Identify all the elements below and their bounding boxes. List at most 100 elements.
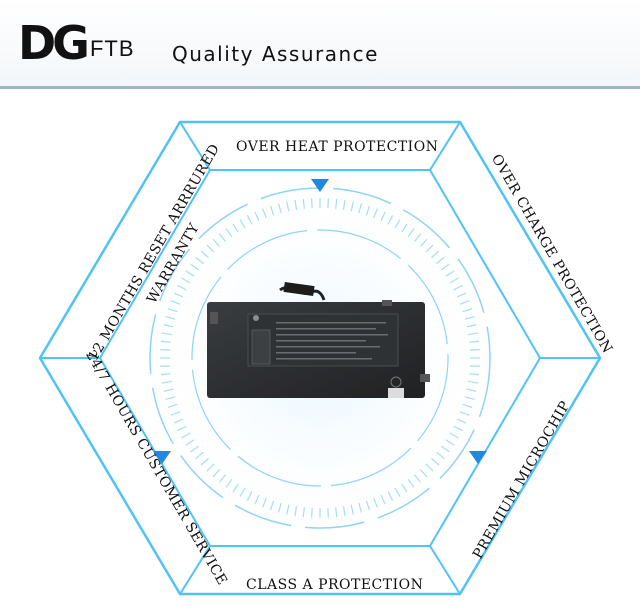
dashed-ring [149, 187, 491, 529]
tick-mark [269, 500, 275, 511]
tick-mark [459, 300, 470, 305]
tick-mark [278, 203, 282, 214]
tick-mark [165, 396, 176, 400]
tick-mark [302, 507, 305, 518]
tick-mark [160, 340, 171, 343]
tick-mark [401, 223, 408, 233]
tick-mark [431, 457, 440, 466]
tick-mark [342, 506, 346, 517]
tick-mark [167, 307, 178, 313]
tick-mark [246, 491, 253, 501]
tick-mark [173, 418, 184, 424]
tick-mark [394, 487, 401, 497]
tick-mark [365, 205, 371, 216]
tick-mark [161, 380, 172, 384]
tick-mark [413, 474, 422, 483]
tick-mark [190, 263, 200, 271]
brand-logo: DG FTB [18, 18, 135, 66]
tick-mark [177, 284, 187, 291]
tick-mark [160, 365, 171, 367]
marker-right-icon [469, 451, 487, 464]
tick-mark [436, 451, 445, 460]
tick-mark [262, 497, 267, 508]
tick-mark [269, 205, 275, 216]
marker-top-icon [311, 179, 329, 192]
tick-mark [456, 292, 467, 298]
tick-mark [185, 270, 195, 277]
tick-mark [254, 211, 260, 222]
tick-mark [449, 432, 459, 439]
marker-left-icon [153, 451, 171, 464]
brand-mark: DG [18, 16, 90, 70]
tick-mark [163, 324, 174, 328]
tick-mark [401, 483, 408, 493]
tick-mark [218, 474, 227, 483]
tick-mark [431, 250, 440, 259]
tick-mark [464, 316, 475, 320]
header-banner: DG FTB Quality Assurance [0, 0, 640, 89]
tick-mark [373, 497, 378, 508]
tick-mark [350, 201, 354, 212]
tick-mark [436, 256, 445, 265]
tick-mark [206, 463, 215, 472]
tick-mark [195, 451, 204, 460]
hexagon-infographic [38, 120, 602, 596]
tick-mark [239, 219, 246, 229]
tick-mark [239, 487, 246, 497]
tick-mark [468, 380, 479, 384]
tick-mark [449, 277, 459, 284]
tick-mark [200, 457, 209, 466]
tick-mark [358, 502, 362, 513]
tagline: Quality Assurance [172, 42, 379, 66]
tick-mark [218, 233, 227, 242]
tick-mark [163, 388, 174, 392]
tick-mark [407, 478, 415, 488]
tick-ring [160, 198, 480, 518]
tick-mark [294, 199, 298, 210]
battery-image [207, 281, 430, 398]
feature-class-a-protection: CLASS A PROTECTION [246, 577, 424, 593]
tick-mark [185, 439, 195, 446]
tick-mark [262, 208, 267, 219]
tick-mark [342, 199, 346, 210]
tick-mark [311, 507, 313, 518]
tick-mark [387, 215, 394, 225]
tick-mark [232, 483, 239, 493]
tick-mark [294, 506, 298, 517]
tick-mark [190, 445, 200, 453]
tick-mark [419, 469, 428, 478]
tick-mark [206, 244, 215, 253]
tick-mark [161, 332, 172, 336]
tick-mark [225, 478, 233, 488]
tick-mark [425, 463, 434, 472]
tick-mark [212, 238, 221, 247]
tick-mark [327, 198, 329, 209]
tick-mark [170, 300, 181, 305]
tick-mark [459, 411, 470, 416]
tick-mark [462, 307, 473, 313]
inner-ring [191, 229, 449, 487]
tick-mark [286, 201, 290, 212]
tick-mark [350, 504, 354, 515]
tick-mark [440, 263, 450, 271]
tick-mark [464, 396, 475, 400]
tick-mark [232, 223, 239, 233]
tick-mark [181, 432, 191, 439]
tick-mark [469, 365, 480, 367]
tick-mark [302, 198, 305, 209]
tick-mark [466, 388, 477, 392]
tick-mark [177, 425, 187, 432]
tick-mark [453, 284, 463, 291]
tick-mark [327, 507, 329, 518]
tick-mark [160, 373, 171, 376]
tick-mark [419, 238, 428, 247]
tick-mark [170, 411, 181, 416]
tick-mark [365, 500, 371, 511]
tick-mark [195, 256, 204, 265]
tick-mark [380, 211, 386, 222]
tick-mark [181, 277, 191, 284]
tick-mark [200, 250, 209, 259]
hexagon-connectors [40, 121, 600, 595]
tick-mark [286, 504, 290, 515]
tick-mark [173, 292, 184, 298]
